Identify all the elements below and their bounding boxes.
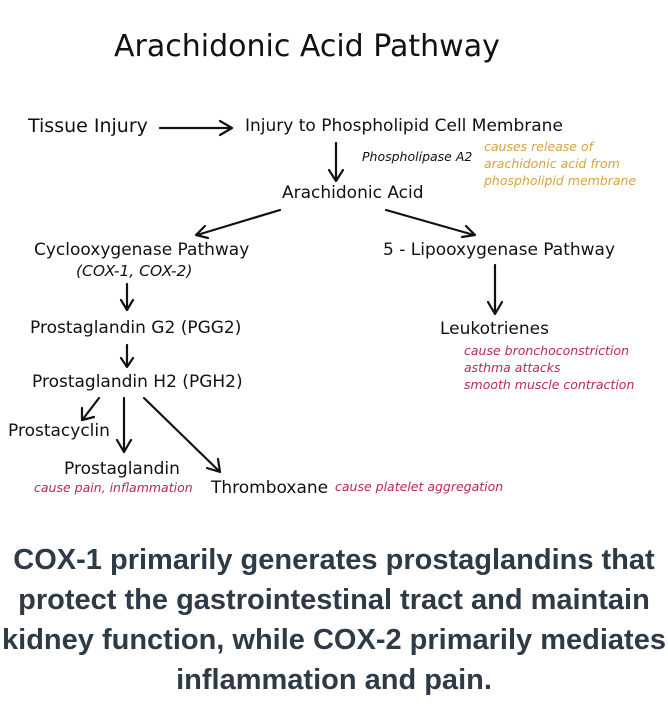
prostacyclin-label: Prostacyclin [8,421,110,441]
arachidonic-acid-label: Arachidonic Acid [282,183,424,203]
arrow-tissue-to-membrane [158,119,234,137]
arrow-pgh2-to-prostaglandin [115,396,133,454]
cox-pathway-label: Cyclooxygenase Pathway [34,240,250,260]
arrow-lox-to-leukotrienes [486,263,504,316]
leukotrienes-label: Leukotrienes [440,319,549,339]
arrow-cox-to-pgg2 [119,282,135,312]
pathway-arrows [80,119,504,474]
phospholipase-label: Phospholipase A2 [362,149,473,164]
thromboxane-label: Thromboxane [211,478,329,498]
tissue-injury-label: Tissue Injury [28,115,148,137]
lox-pathway-label: 5 - Lipooxygenase Pathway [383,240,616,260]
arrow-arachidonic-to-lox [384,208,477,239]
arrow-pgh2-to-prostacyclin [80,396,101,422]
arrow-membrane-to-arachidonic [327,141,345,183]
pgg2-label: Prostaglandin G2 (PGG2) [30,318,242,338]
cox-types-label: (COX-1, COX-2) [76,262,193,280]
pgh2-label: Prostaglandin H2 (PGH2) [32,372,243,392]
arrow-pgh2-to-thromboxane [142,396,222,474]
diagram-title: Arachidonic Acid Pathway [114,29,500,64]
leukotriene-effects-note: cause bronchoconstriction asthma attacks… [464,343,635,392]
arrow-arachidonic-to-cox [194,208,282,240]
prostaglandin-effects-note: cause pain, inflammation [34,480,193,495]
prostaglandin-label: Prostaglandin [64,459,180,479]
release-note: causes release of arachidonic acid from … [484,139,637,188]
summary-caption: COX-1 primarily generates prostaglandins… [2,544,666,696]
arrow-pgg2-to-pgh2 [119,343,135,369]
thromboxane-effects-note: cause platelet aggregation [335,479,504,494]
membrane-injury-label: Injury to Phospholipid Cell Membrane [245,116,563,136]
